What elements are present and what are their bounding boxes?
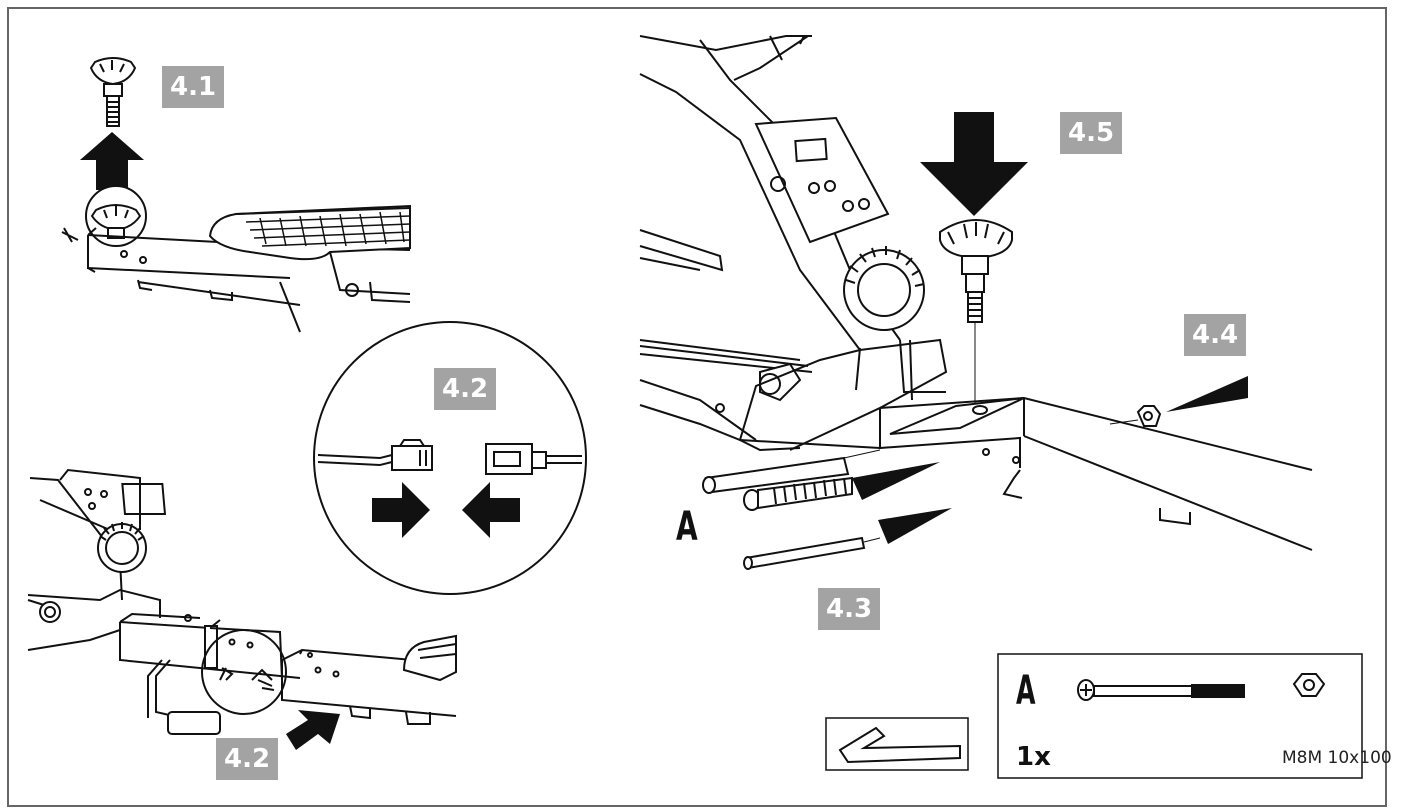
nut-icon [1136, 405, 1162, 427]
knob-icon-removed [89, 57, 137, 127]
step-badge-4-1: 4.1 [162, 66, 224, 108]
pointer-arrow-icon [852, 462, 940, 500]
part-callout-a: A [676, 504, 698, 550]
step-badge-4-2-inset: 4.2 [434, 368, 496, 410]
page-border [7, 7, 1387, 807]
step-badge-4-4: 4.4 [1184, 314, 1246, 356]
hex-key-icon [838, 726, 961, 764]
panel-step-4-2-frame [27, 468, 457, 750]
nut-icon [1292, 673, 1326, 697]
panel-step-4-1 [61, 57, 411, 333]
knob-icon-bolt [939, 219, 1013, 404]
parts-box-quantity: 1x [1016, 742, 1051, 772]
knob-icon-installed [90, 204, 142, 239]
pin-icon [702, 456, 850, 494]
screw-icon [1077, 679, 1245, 701]
arrow-push-icon [286, 710, 340, 750]
bolt-icon [743, 476, 853, 511]
pin-icon [743, 536, 866, 570]
hex-key-box [825, 717, 969, 771]
parts-box-letter: A [1016, 668, 1036, 714]
pointer-arrow-icon [878, 508, 952, 544]
tension-knob-icon-large [843, 246, 925, 331]
tension-knob-icon [97, 522, 147, 573]
panel-steps-4-3-to-4-5 [639, 35, 1313, 570]
inset-connector [313, 321, 587, 595]
arrow-right-icon [372, 482, 430, 538]
pointer-arrow-icon [1166, 376, 1248, 412]
step-badge-4-5: 4.5 [1060, 112, 1122, 154]
parts-box-spec: M8M 10x100 [1282, 748, 1392, 768]
step-badge-4-2: 4.2 [216, 738, 278, 780]
step-badge-4-3: 4.3 [818, 588, 880, 630]
arrow-left-icon [462, 482, 520, 538]
arrow-up-icon [80, 132, 144, 190]
parts-box [997, 653, 1363, 779]
arrow-down-icon [920, 112, 1028, 216]
